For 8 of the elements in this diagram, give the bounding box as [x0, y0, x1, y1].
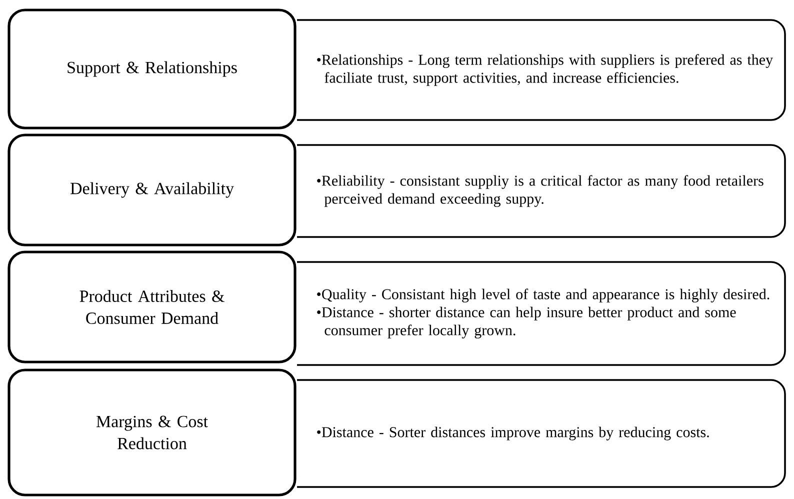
description-box: •Relationships - Long term relationships with suppliers is prefered as they faciliate trust, support activities, and increase efficiencies.	[297, 19, 786, 121]
category-box: Margins & Cost Reduction	[8, 368, 296, 496]
category-box: Delivery & Availability	[8, 134, 296, 246]
description-box: •Distance - Sorter distances improve margins by reducing costs.	[297, 379, 786, 488]
category-box: Support & Relationships	[8, 8, 296, 130]
description-box: •Reliability - consistant suppliy is a critical factor as many food retailers perceived demand exceeding suppy.	[297, 144, 786, 238]
description-box: •Quality - Consistant high level of taste and appearance is highly desired. •Distance - shorter distance can help insure better product and some consumer prefer locally grown.	[297, 261, 786, 366]
category-box: Product Attributes & Consumer Demand	[8, 250, 296, 364]
